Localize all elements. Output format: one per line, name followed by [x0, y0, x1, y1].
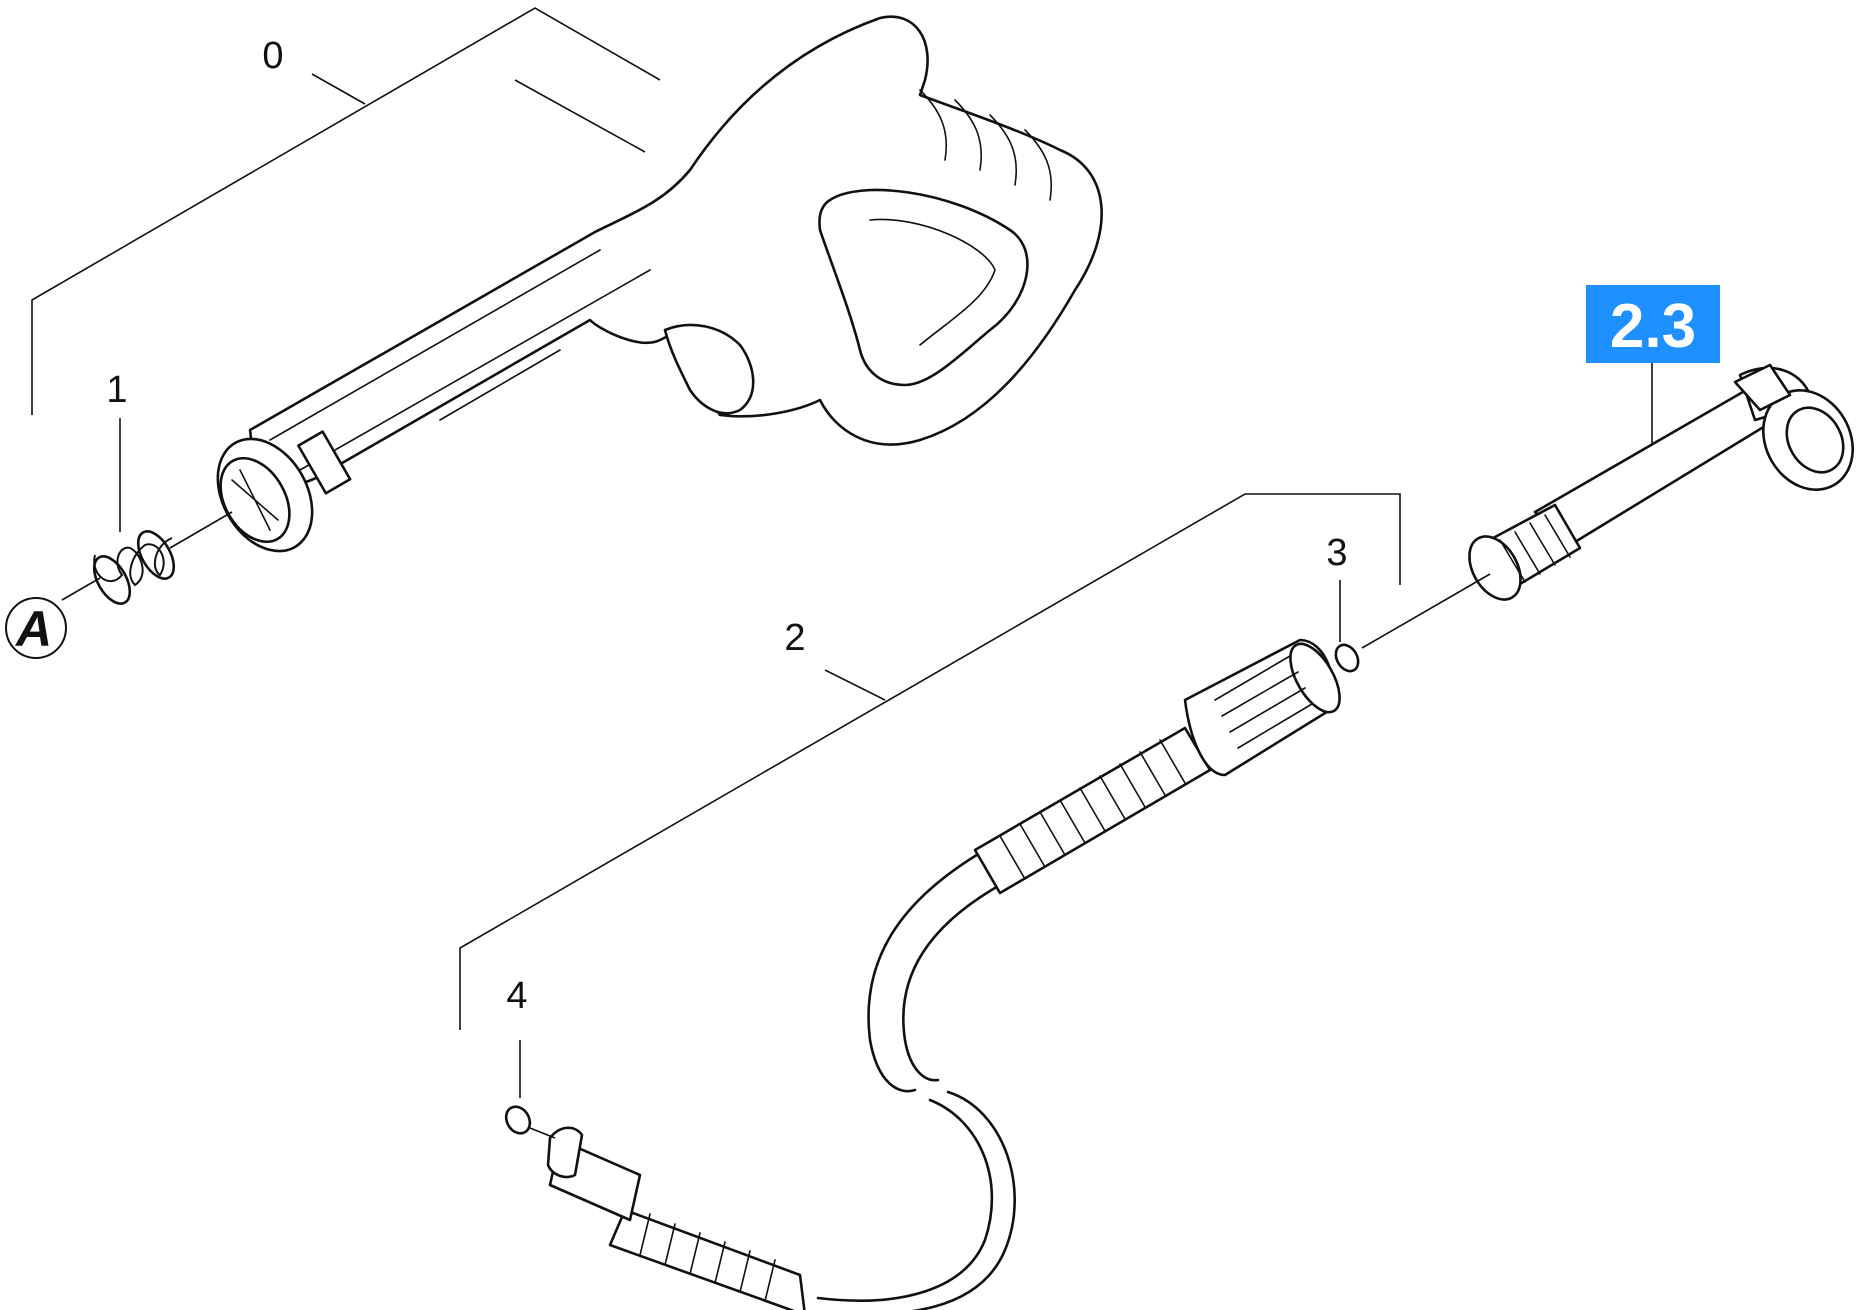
- reference-marker-label: A: [14, 601, 52, 657]
- assembly-badge-label: 2.3: [1610, 292, 1696, 361]
- callout-label-4: 4: [506, 975, 527, 1017]
- callout-label-2: 2: [784, 617, 805, 659]
- leader-line-part-0: [31, 7, 661, 415]
- leader-line-part-2: [459, 493, 1401, 1030]
- assembly-badge: 2.3: [1586, 285, 1720, 363]
- callout-label-1: 1: [106, 369, 127, 411]
- o-ring-part-4: [504, 1105, 532, 1135]
- callout-label-0: 0: [262, 35, 283, 77]
- angled-adapter-drawing: [1468, 363, 1855, 601]
- reference-marker: A: [5, 597, 67, 659]
- o-ring-part-3: [1334, 643, 1360, 673]
- hose-drawing: [546, 638, 1341, 1310]
- leader-line-part-1: [61, 418, 233, 601]
- trigger-gun-drawing: [216, 15, 1103, 553]
- leader-line-part-3: [1339, 573, 1491, 649]
- assembly-badge-background: [1586, 285, 1720, 363]
- spring-drawing: [92, 530, 176, 605]
- callout-label-3: 3: [1326, 532, 1347, 574]
- leader-line-part-4: [519, 1040, 556, 1139]
